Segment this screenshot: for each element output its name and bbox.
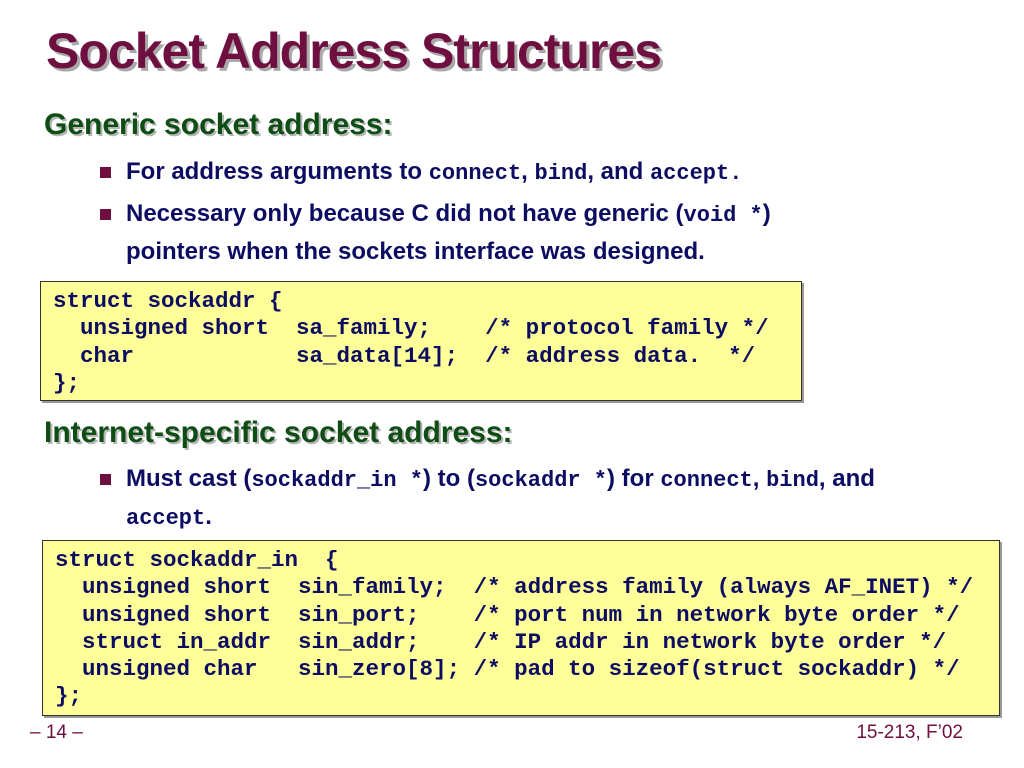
code-line: struct sockaddr { xyxy=(53,288,283,314)
heading-internet-socket-address: Internet-specific socket address: xyxy=(44,416,513,449)
text-segment: , and xyxy=(818,465,875,492)
code-line: unsigned char sin_zero[8]; /* pad to siz… xyxy=(55,656,960,683)
text-segment: , xyxy=(752,465,767,492)
code-line: unsigned short sin_port; /* port num in … xyxy=(55,601,960,628)
code-line: }; xyxy=(53,369,81,396)
code-line: char sa_data[14]; /* address data. */ xyxy=(53,342,756,369)
text-segment: . xyxy=(205,503,212,530)
code-box-sockaddr-in: struct sockaddr_in { unsigned short sin_… xyxy=(42,540,1000,716)
bullet-text: Necessary only because C did not have ge… xyxy=(126,196,820,270)
code-sockaddr-in: struct sockaddr_in { unsigned short sin_… xyxy=(55,547,999,711)
inline-code: connect xyxy=(660,468,753,493)
bullet-item: For address arguments to connect, bind, … xyxy=(100,154,900,192)
code-line: unsigned short sa_family; /* protocol fa… xyxy=(53,315,769,342)
heading-generic-socket-address: Generic socket address: xyxy=(44,108,393,141)
bullet-square-icon xyxy=(100,474,111,485)
text-segment: Must cast ( xyxy=(126,465,252,492)
inline-code: bind xyxy=(766,468,819,493)
text-segment: , and xyxy=(587,158,650,185)
inline-code: sockaddr_in * xyxy=(251,468,423,493)
inline-code: sockaddr * xyxy=(474,468,608,493)
code-line: }; xyxy=(55,683,83,710)
course-label: 15-213, F’02 xyxy=(856,722,963,743)
bullet-item: Must cast (sockaddr_in *) to (sockaddr *… xyxy=(100,461,940,537)
bullet-square-icon xyxy=(100,209,111,220)
text-segment: ) to ( xyxy=(423,465,475,492)
code-sockaddr: struct sockaddr { unsigned short sa_fami… xyxy=(53,288,801,397)
bullet-item: Necessary only because C did not have ge… xyxy=(100,196,820,270)
code-line: struct sockaddr_in { xyxy=(55,547,339,573)
inline-code: connect xyxy=(428,161,522,186)
page-number: – 14 – xyxy=(30,722,83,743)
bullet-text: For address arguments to connect, bind, … xyxy=(126,154,900,192)
text-segment: For address arguments to xyxy=(126,158,429,185)
slide-title: Socket Address Structures xyxy=(46,23,662,79)
code-line: struct in_addr sin_addr; /* IP addr in n… xyxy=(55,628,947,655)
text-segment: , xyxy=(521,158,535,185)
text-segment: ) for xyxy=(607,465,661,492)
code-line: unsigned short sin_family; /* address fa… xyxy=(55,574,974,601)
bullet-square-icon xyxy=(100,167,111,178)
text-segment: ) pointers when the sockets interface wa… xyxy=(126,200,771,265)
inline-code: void * xyxy=(683,203,763,228)
code-box-sockaddr: struct sockaddr { unsigned short sa_fami… xyxy=(40,281,802,401)
inline-code: accept. xyxy=(649,161,743,186)
inline-code: accept xyxy=(126,506,206,531)
text-segment: Necessary only because C did not have ge… xyxy=(126,200,684,227)
inline-code: bind xyxy=(534,161,588,186)
bullet-text: Must cast (sockaddr_in *) to (sockaddr *… xyxy=(126,461,940,537)
